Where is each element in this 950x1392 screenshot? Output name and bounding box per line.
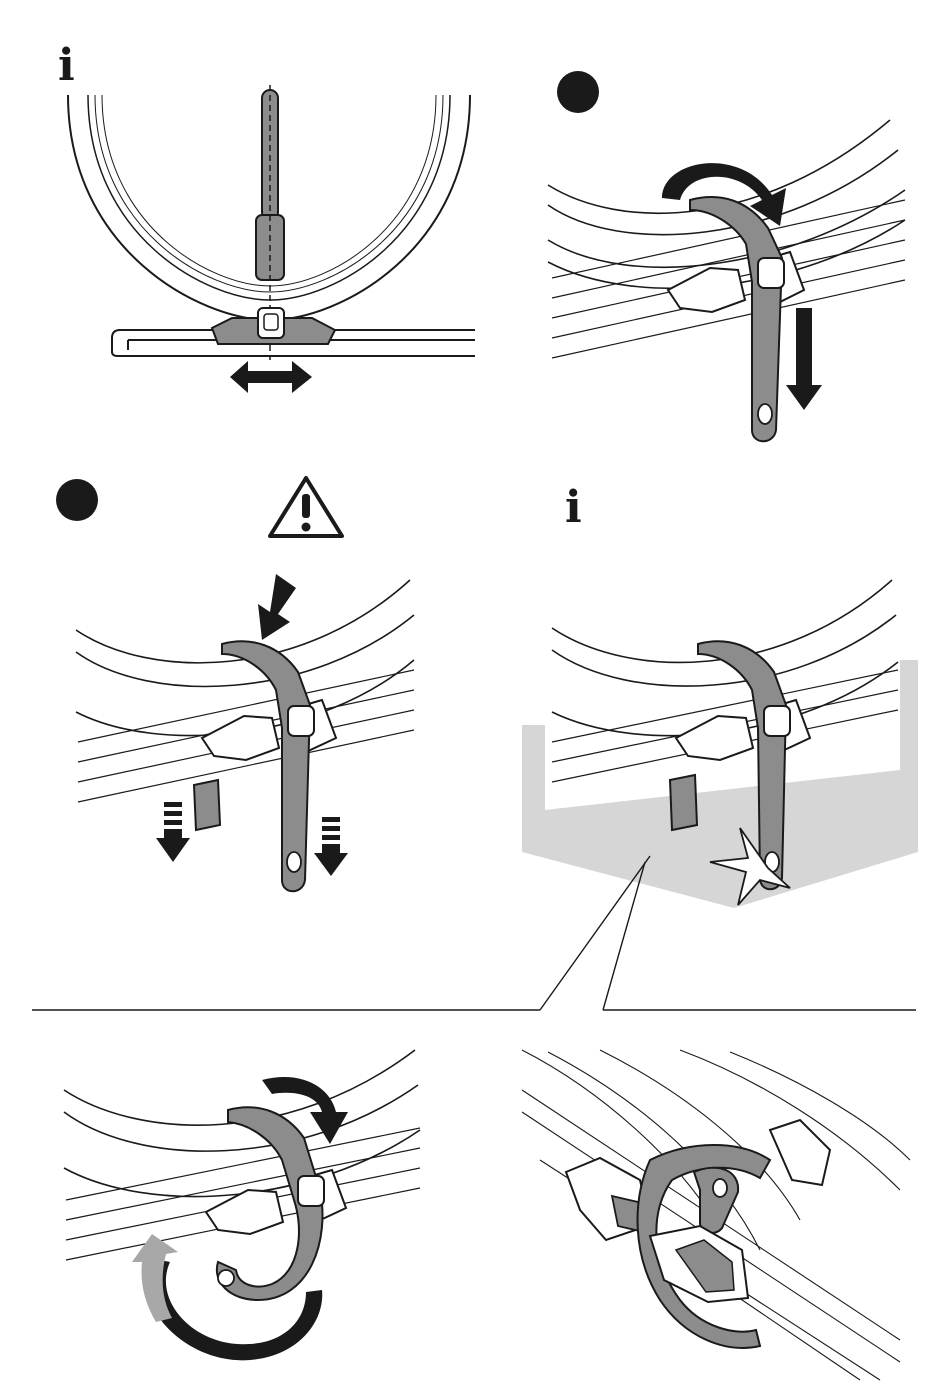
info-icon: i — [565, 482, 582, 533]
panel-6 — [522, 1050, 910, 1380]
press-arrow-icon — [258, 574, 296, 640]
step-marker-dot — [557, 71, 599, 113]
warning-triangle-icon — [270, 478, 342, 536]
push-down-arrow-icon — [156, 802, 190, 862]
panel-5 — [64, 1050, 420, 1360]
push-down-arrow-icon — [314, 817, 348, 876]
pull-down-arrow-icon — [786, 308, 822, 410]
slide-double-arrow-icon — [230, 361, 312, 393]
step-marker-dot — [56, 479, 98, 521]
panel-4: i — [522, 482, 918, 908]
wheel-holder — [202, 716, 279, 760]
panel-1: i — [58, 40, 475, 393]
panel-2 — [548, 71, 905, 441]
wheel-holder — [676, 716, 753, 760]
panel-3 — [56, 478, 414, 891]
info-icon: i — [58, 40, 75, 91]
wheel-holder — [668, 268, 745, 312]
floor-highlight — [522, 660, 918, 908]
